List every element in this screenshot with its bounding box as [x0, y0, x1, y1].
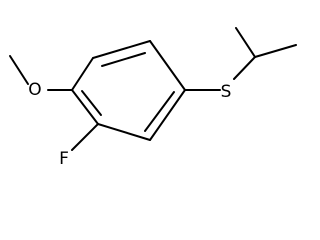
bond-oxygen-methyl: [9, 55, 29, 85]
ring-inner-bond-top: [101, 52, 146, 67]
ring-inner-bond-right: [144, 91, 175, 132]
sulfur-atom-label: S: [221, 82, 232, 102]
structure-canvas: O S F: [9, 27, 297, 169]
molecule-structure: O S F: [9, 27, 297, 169]
ring-bond-bottom-right: [149, 89, 186, 141]
ring-bond-top: [92, 40, 151, 59]
bond-ch-methyl-top: [235, 27, 256, 58]
bond-ring-fluorine: [71, 123, 99, 151]
ring-bond-top-left: [71, 57, 94, 91]
bond-ch-methyl-right: [254, 44, 297, 58]
ring-inner-bond-left: [81, 90, 102, 116]
oxygen-atom-label: O: [28, 80, 41, 100]
fluorine-atom-label: F: [59, 149, 69, 169]
ring-bond-bottom-left: [71, 89, 99, 125]
bond-sulfur-ch: [233, 56, 256, 80]
ring-bond-bottom: [97, 123, 151, 141]
ring-bond-top-right: [149, 40, 186, 91]
